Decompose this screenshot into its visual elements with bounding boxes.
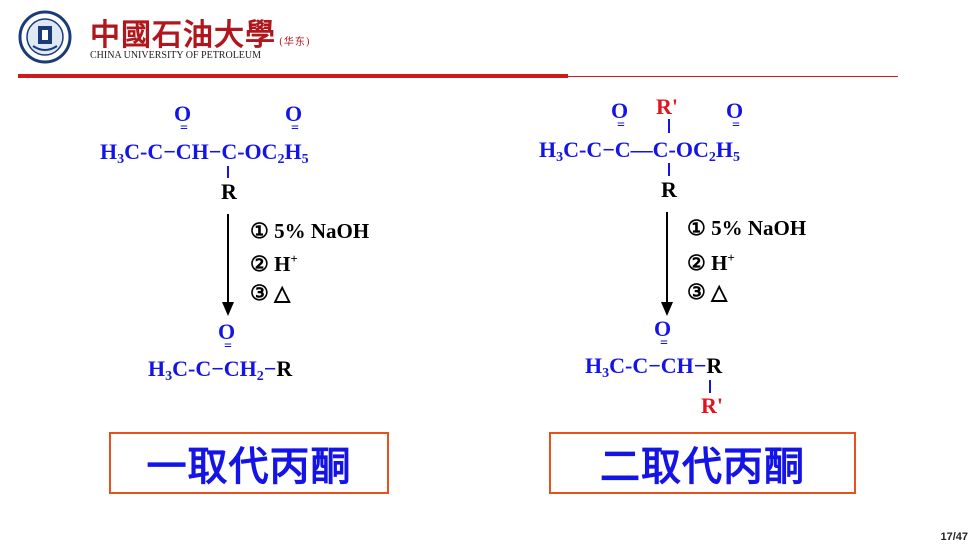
right-product-r-prime: R': [701, 393, 723, 418]
left-product-label-box: 一取代丙酮: [109, 432, 389, 494]
university-seal-logo: [18, 10, 72, 64]
right-condition-3: ③ △: [687, 280, 728, 304]
right-condition-2: ② H+: [687, 250, 735, 275]
left-reactant-substituent: R: [221, 179, 237, 204]
right-reaction-arrow-head: [661, 302, 673, 316]
left-double-bond-2: =: [291, 121, 299, 136]
right-product-label-box: 二取代丙酮: [549, 432, 856, 494]
right-reactant-substituent: R: [661, 177, 677, 202]
right-reactant-oxygen-2: O: [726, 98, 744, 123]
right-substituent-bond: [668, 163, 670, 176]
right-r-prime-bond: [668, 119, 670, 133]
right-double-bond-1: =: [617, 118, 625, 133]
left-product-oxygen: O: [218, 319, 236, 344]
left-condition-1: ① 5% NaOH: [250, 219, 370, 243]
left-reactant-oxygen-2: O: [285, 101, 303, 126]
right-double-bond-2: =: [732, 118, 740, 133]
right-reaction-arrow-line: [666, 212, 668, 304]
left-reactant-oxygen-1: O: [174, 101, 192, 126]
left-double-bond-1: =: [180, 121, 188, 136]
left-reaction-arrow-head: [222, 302, 234, 316]
right-reactant-formula: H3C-C−C—C-OC2H5: [539, 137, 741, 165]
right-reactant-r-prime: R': [656, 94, 678, 119]
left-reaction-arrow-line: [227, 214, 229, 304]
right-product-double-bond: =: [660, 336, 668, 351]
left-substituent-bond: [227, 166, 229, 178]
left-product-double-bond: =: [224, 339, 232, 354]
page-number: 17/47: [940, 531, 968, 543]
left-condition-3: ③ △: [250, 281, 291, 305]
left-product-formula: H3C-C−CH2−R: [148, 356, 293, 384]
left-condition-2: ② H+: [250, 251, 298, 276]
left-reactant-formula: H3C-C−CH−C-OC2H5: [100, 139, 309, 167]
school-name-cn: 中國石油大學(华东): [90, 18, 311, 53]
right-product-r-prime-bond: [709, 380, 711, 393]
right-product-oxygen: O: [654, 316, 672, 341]
right-condition-1: ① 5% NaOH: [687, 216, 807, 240]
right-reactant-oxygen-1: O: [611, 98, 629, 123]
header-rule-thin: [568, 76, 898, 77]
right-product-formula: H3C-C−CH−R: [585, 353, 723, 381]
school-name-en: CHINA UNIVERSITY OF PETROLEUM: [90, 50, 262, 61]
right-product-label: 二取代丙酮: [600, 444, 805, 490]
header-rule: [18, 74, 568, 78]
left-product-label: 一取代丙酮: [146, 444, 352, 490]
